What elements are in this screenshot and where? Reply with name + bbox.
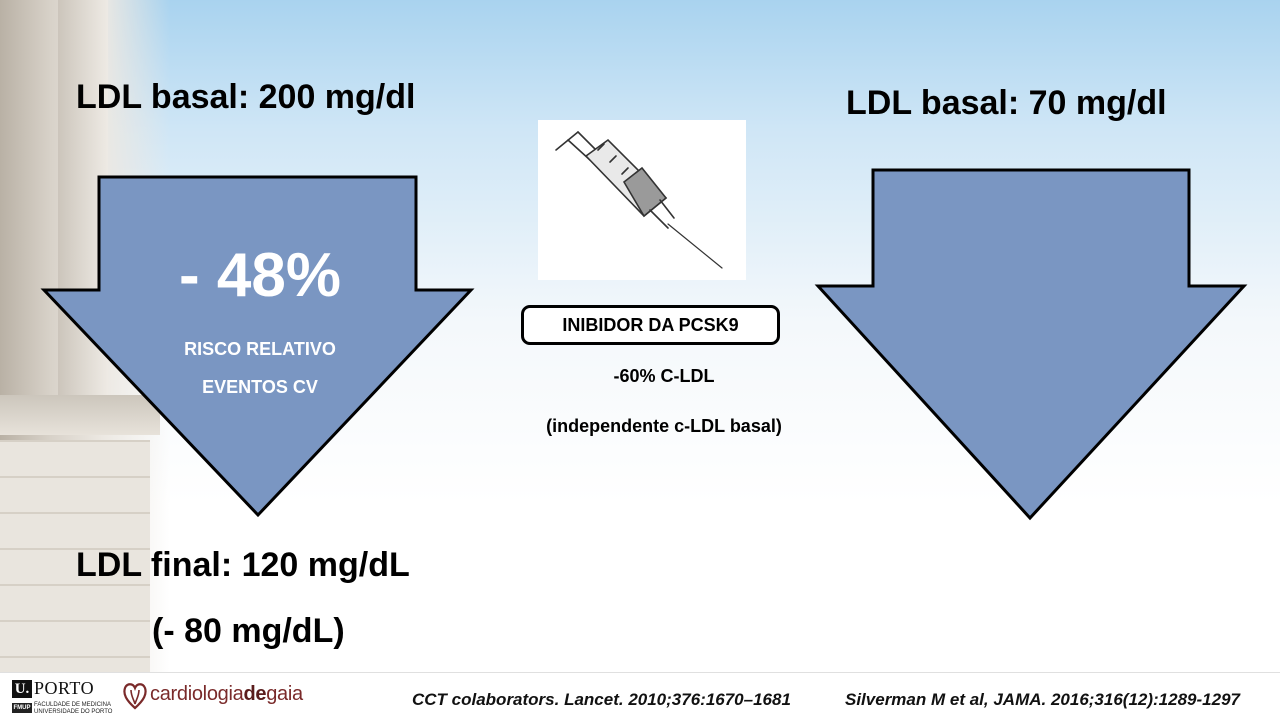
uporto-logo: U. PORTO FMUP FACULDADE DE MEDICINA UNIV… [12,676,112,716]
cdg-part3: gaia [266,683,303,705]
uporto-wordmark: PORTO [34,678,95,698]
faculty-line1: FACULDADE DE MEDICINA [34,702,112,708]
pcsk9-inhibitor-label: INIBIDOR DA PCSK9 [521,305,780,345]
ldl-effect-text: -60% C-LDL [613,366,715,386]
ldl-delta: (- 80 mg/dL) [152,612,345,650]
citation-jama: Silverman M et al, JAMA. 2016;316(12):12… [845,690,1240,709]
right-ldl-basal-title: LDL basal: 70 mg/dl [846,84,1167,122]
left-ldl-basal-title: LDL basal: 200 mg/dl [76,78,416,116]
syringe-image [538,120,746,280]
left-ldl-final-title: LDL final: 120 mg/dL [76,546,410,584]
fmup-mark: FMUP [12,703,32,713]
faculty-name: FACULDADE DE MEDICINA UNIVERSIDADE DO PO… [34,702,112,716]
risk-label-line2: EVENTOS CV [202,377,318,397]
building-cornice [0,395,160,435]
faculty-line2: UNIVERSIDADE DO PORTO [34,709,113,715]
footer-bar [0,672,1280,721]
left-down-arrow [40,175,475,518]
heart-icon [123,683,147,710]
right-down-arrow [814,168,1248,521]
risk-label-line1: RISCO RELATIVO [184,339,336,359]
uporto-u-mark: U. [12,680,32,698]
cdg-part2: de [243,683,267,705]
independence-note: (independente c-LDL basal) [546,416,782,436]
cardiologia-gaia-wordmark: cardiologiadegaia [150,683,303,706]
risk-reduction-percent: - 48% [179,241,341,310]
cdg-part1: cardiologia [150,683,244,705]
risk-label: RISCO RELATIVO EVENTOS CV [130,330,390,406]
citation-lancet: CCT colaborators. Lancet. 2010;376:1670–… [412,690,791,709]
building-stones [0,440,150,672]
syringe-icon [555,131,723,269]
